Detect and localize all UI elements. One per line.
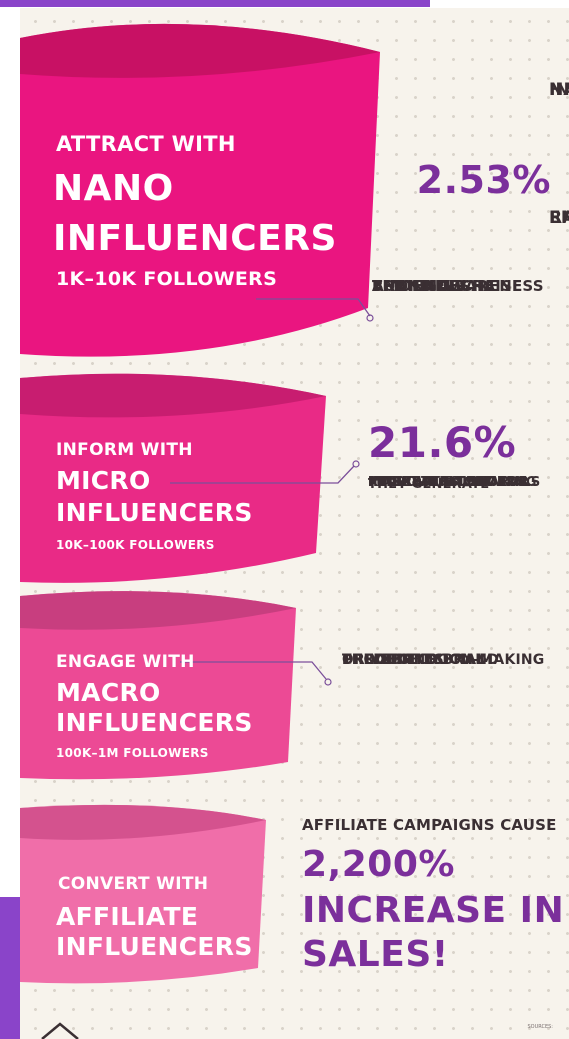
accent-bar-left — [0, 897, 20, 1039]
funnel-graphic — [20, 23, 380, 1039]
nano-stat-outro-line: ENGAGEMENT — [549, 208, 569, 228]
affiliate-stat-value: 2,200% — [302, 844, 455, 885]
nano-stat-note-line: AMONG NICHE — [372, 277, 496, 295]
micro-stat-line: REVIEWS & TUTORIALS — [368, 475, 541, 490]
house-outline-icon — [41, 1022, 79, 1039]
tier-4-title-line2: INFLUENCERS — [56, 932, 253, 961]
affiliate-stat-intro: AFFILIATE CAMPAIGNS CAUSE — [302, 816, 557, 834]
tier-4-heading: CONVERT WITH — [58, 874, 209, 894]
nano-stat-intro-line: HAVE A — [549, 80, 569, 100]
funnel-tier-2-shape — [20, 373, 326, 583]
micro-stat-line: INTEREST BY SHARING — [368, 475, 537, 490]
nano-stat-intro-line: INFLUENCERS — [549, 80, 569, 100]
tier-4-title-line1: AFFILIATE — [56, 902, 199, 931]
funnel-tier-4-shape — [20, 804, 266, 984]
tier-3-heading: ENGAGE WITH — [56, 652, 195, 672]
connector-line-macro — [180, 661, 327, 680]
nano-stat-note-line: AUDIENCES. — [372, 277, 476, 295]
connector-line-nano — [256, 298, 371, 317]
funnel-tier-3-shape — [20, 591, 296, 780]
tier-2-heading: INFORM WITH — [56, 440, 193, 460]
funnel-tier-3-rim — [20, 591, 296, 630]
tier-3-title-line1: MACRO — [56, 678, 161, 707]
infographic-poster: ATTRACT WITH NANO INFLUENCERS 1K–10K FOL… — [20, 8, 569, 1039]
funnel-tier-1-rim — [20, 23, 380, 78]
nano-stat-note-line: BRAND AWARENESS — [372, 277, 544, 295]
affiliate-stat-line2: INCREASE IN — [302, 890, 565, 931]
tier-1-heading: ATTRACT WITH — [56, 132, 236, 156]
nano-stat-outro-line: RATE. — [549, 208, 569, 228]
micro-stat-value: 21.6% — [368, 418, 517, 467]
nano-stat-value: 2.53% — [416, 158, 551, 202]
funnel-tier-1-shape — [20, 23, 380, 357]
micro-stat-line: THEY GENERATE — [368, 477, 490, 492]
macro-stat-line: THROUGH SOCIAL — [342, 652, 486, 668]
macro-stat-line: DRIVE DECISION-MAKING — [342, 652, 545, 668]
tier-3-title-line2: INFLUENCERS — [56, 708, 253, 737]
accent-bar-top — [0, 0, 430, 7]
tier-1-followers: 1K–10K FOLLOWERS — [56, 268, 278, 290]
nano-stat-note-line: THEY HELP RAISE — [372, 277, 523, 295]
tier-2-followers: 10K–100K FOLLOWERS — [56, 538, 215, 552]
connector-dot-micro — [352, 460, 360, 468]
sources-label: SOURCES: — [527, 1024, 553, 1030]
tier-1-title-line2: INFLUENCERS — [53, 218, 337, 259]
macro-stat-line: PROOF AND BRAND — [342, 652, 499, 668]
funnel-tier-4-rim — [20, 804, 266, 840]
tier-2-title-line1: MICRO — [56, 466, 151, 495]
connector-dot-nano — [366, 314, 374, 322]
connector-dot-macro — [324, 678, 332, 686]
macro-stat-line: CREDIBILITY. — [342, 652, 445, 668]
micro-stat-line: MICRO-INFLUENCERS. — [368, 475, 532, 490]
tier-1-title-line1: NANO — [53, 168, 174, 209]
nano-stat-intro-line: NANO — [549, 80, 569, 100]
funnel-tier-2-rim — [20, 373, 326, 418]
connector-line-micro — [170, 465, 355, 484]
micro-stat-line: MARKETERS OPT FOR — [368, 475, 529, 490]
affiliate-stat-line3: SALES! — [302, 934, 449, 975]
tier-3-followers: 100K–1M FOLLOWERS — [56, 746, 209, 760]
tier-2-title-line2: INFLUENCERS — [56, 498, 253, 527]
